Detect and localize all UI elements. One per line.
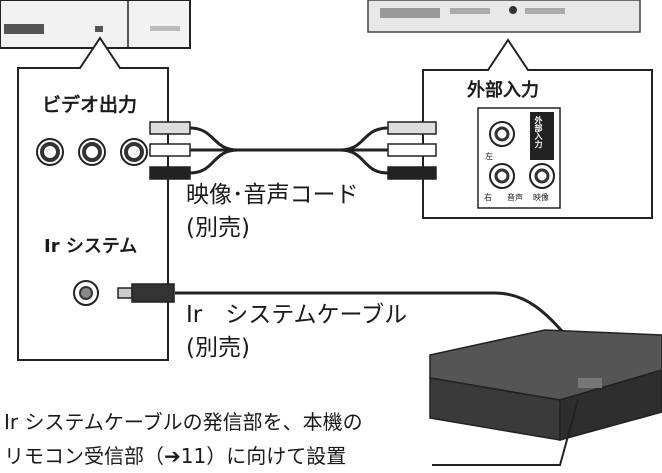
main-unit	[429, 329, 662, 441]
instruction-line-2: リモコン受信部（➔11）に向けて設置	[4, 444, 347, 468]
instruction-line-1: Ir システムケーブルの発信部を、本機の	[4, 410, 363, 434]
target-device	[367, 0, 641, 33]
av-plugs-left	[149, 121, 191, 180]
av-cord	[189, 126, 389, 175]
ir-cable-label: Ir システムケーブル	[186, 302, 408, 328]
left-mark: 左	[485, 152, 493, 161]
av-cord-note: (別売)	[186, 215, 250, 241]
ir-plug	[117, 283, 175, 303]
ir-system-jack	[73, 280, 99, 306]
av-plugs-right	[387, 121, 437, 180]
video-out-jacks	[36, 138, 148, 166]
left-panel-frame	[17, 36, 169, 361]
audio-mark: 音声	[507, 193, 523, 202]
video-out-label: ビデオ出力	[42, 94, 138, 116]
external-input-label: 外部入力	[467, 80, 539, 101]
right-mark: 右	[484, 193, 492, 202]
source-device	[0, 0, 191, 49]
video-mark: 映像	[533, 193, 549, 202]
av-cord-label: 映像･音声コード	[186, 182, 359, 208]
side-tag-label: 外部入力	[534, 116, 543, 148]
ir-cable-note: (別売)	[186, 335, 250, 361]
instruction-leader-line	[432, 399, 579, 466]
external-input-jacks	[489, 121, 555, 189]
ir-system-label: Ir システム	[44, 236, 138, 257]
